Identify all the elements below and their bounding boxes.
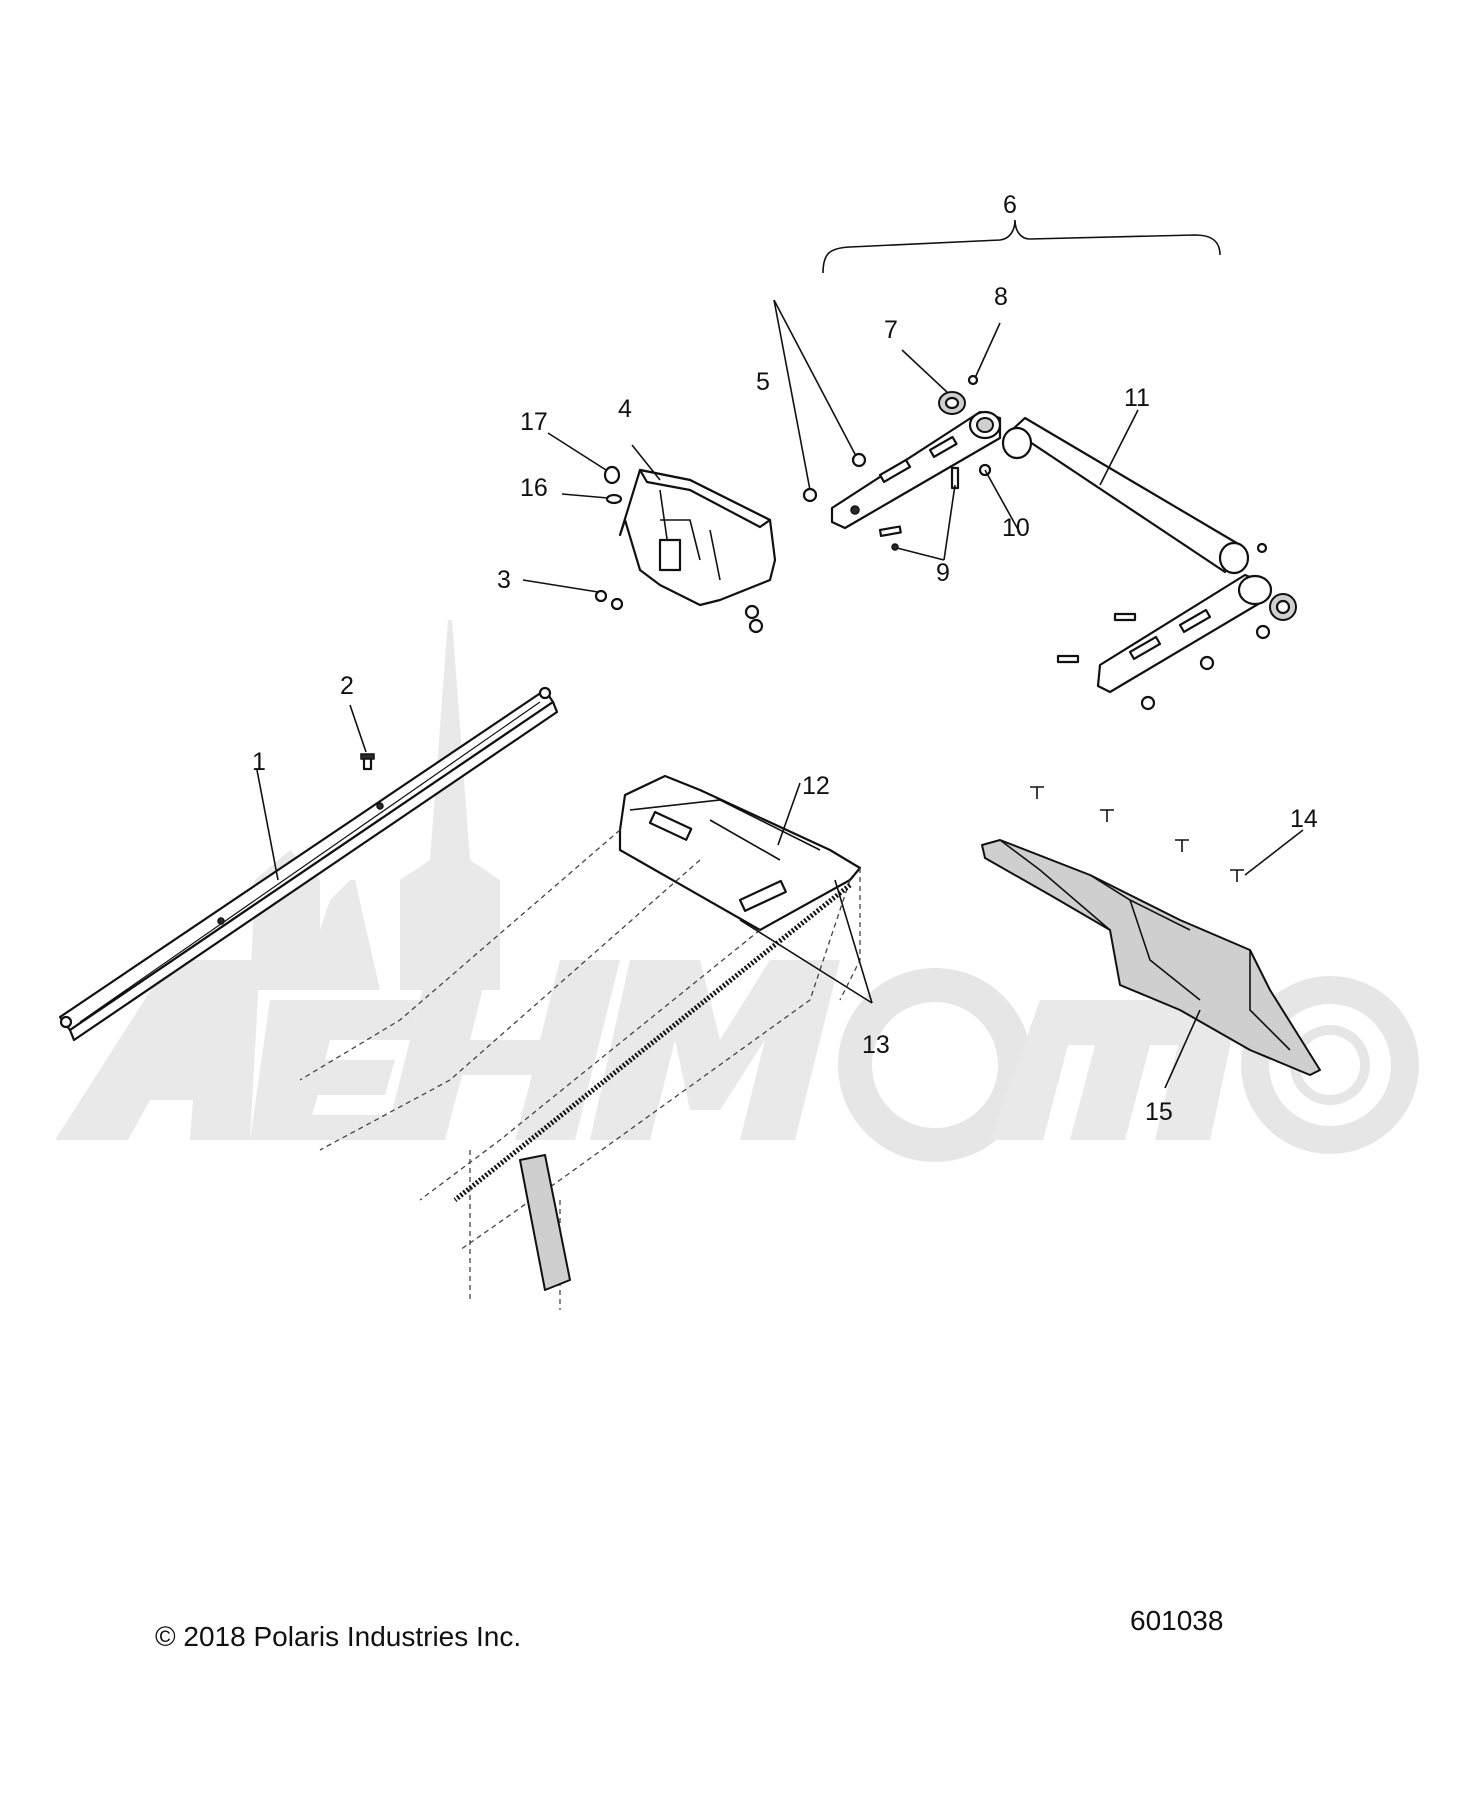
leader-lines — [256, 299, 1304, 1089]
callout-7: 7 — [884, 316, 898, 344]
arm-nuts — [978, 463, 1271, 711]
part-11-tube — [1001, 416, 1250, 575]
callout-9: 9 — [936, 559, 950, 587]
callout-11: 11 — [1124, 384, 1150, 412]
watermark-logo — [55, 620, 1419, 1162]
part-3-fasteners — [594, 589, 624, 611]
part-16-washer — [605, 493, 623, 505]
callout-17: 17 — [520, 408, 548, 436]
callout-6: 6 — [1003, 191, 1017, 219]
part-2-screw — [360, 753, 375, 771]
callout-15: 15 — [1145, 1098, 1173, 1126]
callout-3: 3 — [497, 566, 511, 594]
callout-12: 12 — [802, 772, 830, 800]
part-4-guard — [618, 468, 777, 634]
callout-10: 10 — [1002, 514, 1030, 542]
part-15-fender — [981, 839, 1321, 1076]
copyright-text: © 2018 Polaris Industries Inc. — [155, 1621, 521, 1652]
part-7-bushing — [938, 391, 966, 415]
callout-4: 4 — [618, 395, 632, 423]
part-9-bolts — [878, 466, 1137, 664]
part-14-pins — [1030, 786, 1244, 882]
part-1-rail — [58, 686, 559, 1042]
callout-2: 2 — [340, 672, 354, 700]
callout-14: 14 — [1290, 805, 1318, 833]
callout-1: 1 — [252, 748, 266, 776]
callout-5: 5 — [756, 368, 770, 396]
callout-labels: 1 2 3 4 5 6 7 8 9 10 11 12 13 14 15 16 1… — [252, 191, 1318, 1126]
part-10-arm-right — [1096, 573, 1297, 694]
part-5-nuts — [802, 452, 867, 503]
callout-8: 8 — [994, 283, 1008, 311]
bracket-6 — [822, 219, 1221, 274]
callout-16: 16 — [520, 474, 548, 502]
part-17-nut — [603, 465, 621, 485]
callout-13: 13 — [862, 1031, 890, 1059]
diagram-number: 601038 — [1130, 1605, 1223, 1636]
part-10-arm — [830, 410, 1002, 530]
part-12-deck — [299, 774, 862, 1310]
